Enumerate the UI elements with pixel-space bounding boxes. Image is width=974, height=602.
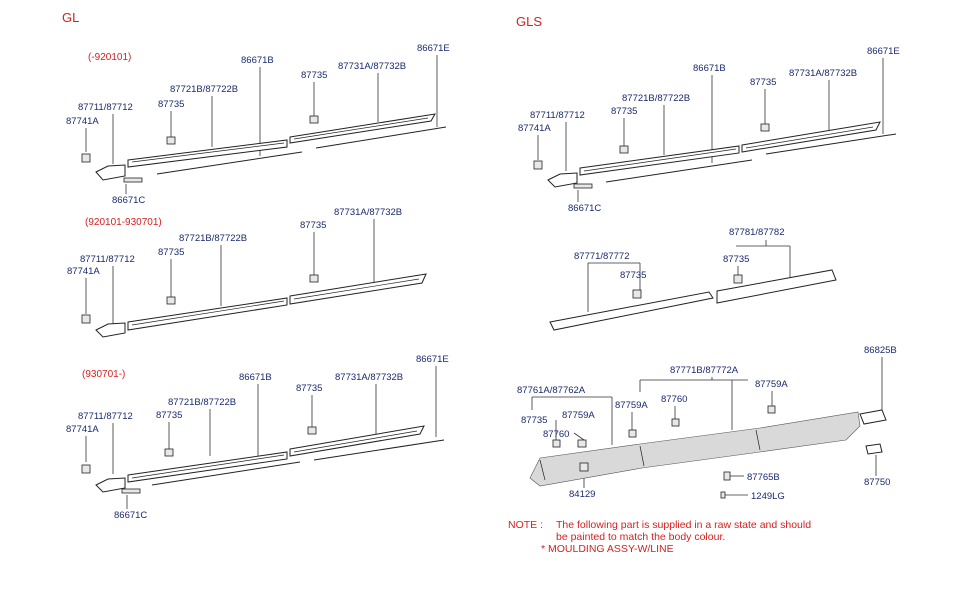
part-label-87735[interactable]: 87735 (158, 99, 184, 110)
part-label-86671E[interactable]: 86671E (416, 354, 449, 365)
part-label-87765B[interactable]: 87765B (747, 472, 780, 483)
front-moulding-part (579, 145, 740, 176)
part-label-87760[interactable]: 87760 (661, 394, 687, 405)
part-label-87721B-87722B[interactable]: 87721B/87722B (170, 84, 238, 95)
part-label-87771B-87772A[interactable]: 87771B/87772A (670, 365, 739, 376)
part-label-87735[interactable]: 87735 (620, 270, 646, 281)
gl-variant-1-group: (-920101) 86671E 86671B 87731A/87732B 87… (66, 43, 450, 206)
end-cap-part (95, 322, 126, 338)
part-label-87735[interactable]: 87735 (296, 383, 322, 394)
part-label-86671B[interactable]: 86671B (239, 372, 272, 383)
part-label-87721B-87722B[interactable]: 87721B/87722B (179, 233, 247, 244)
part-label-86671B[interactable]: 86671B (241, 55, 274, 66)
part-label-87735[interactable]: 87735 (611, 106, 637, 117)
part-label-86671B[interactable]: 86671B (693, 63, 726, 74)
part-label-87781-87782[interactable]: 87781/87782 (729, 227, 784, 238)
note-block: NOTE : The following part is supplied in… (508, 519, 811, 555)
part-label-87759A[interactable]: 87759A (562, 410, 595, 421)
front-moulding-part (127, 297, 288, 331)
end-cap-part (95, 164, 126, 181)
part-label-86671C[interactable]: 86671C (568, 203, 601, 214)
part-label-87721B-87722B[interactable]: 87721B/87722B (168, 397, 236, 408)
part-label-84129[interactable]: 84129 (569, 489, 595, 500)
note-prefix: NOTE : (508, 519, 543, 531)
part-label-87759A[interactable]: 87759A (615, 400, 648, 411)
variant-label-3: (930701-) (82, 369, 125, 380)
part-label-87711-87712[interactable]: 87711/87712 (530, 110, 585, 121)
front-moulding-part (127, 139, 288, 168)
part-label-87735[interactable]: 87735 (521, 415, 547, 426)
section-title-gl: GL (62, 10, 79, 25)
part-label-86671E[interactable]: 86671E (417, 43, 450, 54)
part-label-87711-87712[interactable]: 87711/87712 (80, 254, 135, 265)
side-sill-moulding-part (529, 411, 861, 487)
part-label-87735[interactable]: 87735 (156, 410, 182, 421)
part-label-87735[interactable]: 87735 (300, 220, 326, 231)
rear-garnish-part (716, 269, 837, 304)
part-label-87741A[interactable]: 87741A (66, 424, 99, 435)
part-label-87760[interactable]: 87760 (543, 429, 569, 440)
note-line-2: be painted to match the body colour. (556, 531, 725, 543)
part-label-87711-87712[interactable]: 87711/87712 (78, 411, 133, 422)
part-label-87735[interactable]: 87735 (723, 254, 749, 265)
part-label-87711-87712[interactable]: 87711/87712 (78, 102, 133, 113)
gls-garnish-group: 87771/87772 87735 87781/87782 87735 (549, 227, 837, 331)
part-label-87741A[interactable]: 87741A (67, 266, 100, 277)
part-label-86671C[interactable]: 86671C (114, 510, 147, 521)
part-label-87731A-87732B[interactable]: 87731A/87732B (338, 61, 406, 72)
end-cap-part (95, 477, 126, 493)
part-label-87750[interactable]: 87750 (864, 477, 890, 488)
part-label-87735[interactable]: 87735 (301, 70, 327, 81)
variant-label-2: (920101-930701) (85, 217, 162, 228)
part-label-87771-87772[interactable]: 87771/87772 (574, 251, 629, 262)
part-label-1249LG[interactable]: 1249LG (751, 491, 785, 502)
part-label-87735[interactable]: 87735 (158, 247, 184, 258)
part-label-87735[interactable]: 87735 (750, 77, 776, 88)
part-label-87721B-87722B[interactable]: 87721B/87722B (622, 93, 690, 104)
gls-moulding-group: 86671E 86671B 87731A/87732B 87735 87721B… (518, 46, 900, 214)
part-label-87759A[interactable]: 87759A (755, 379, 788, 390)
part-label-87761A-87762A[interactable]: 87761A/87762A (517, 385, 586, 396)
part-label-87741A[interactable]: 87741A (66, 116, 99, 127)
part-label-86671E[interactable]: 86671E (867, 46, 900, 57)
note-line-1: The following part is supplied in a raw … (556, 519, 811, 531)
gls-side-sill-group: 87771B/87772A 87761A/87762A 87759A 87760… (517, 345, 897, 502)
part-label-87731A-87732B[interactable]: 87731A/87732B (789, 68, 857, 79)
front-moulding-part (127, 451, 288, 483)
note-line-3: * MOULDING ASSY-W/LINE (541, 543, 674, 555)
end-cap-part (547, 172, 578, 188)
gl-variant-3-group: (930701-) 86671E 86671B 87731A/87732B 87… (66, 354, 449, 521)
front-garnish-part (549, 291, 714, 331)
part-label-87741A[interactable]: 87741A (518, 123, 551, 134)
section-title-gls: GLS (516, 14, 542, 29)
gl-variant-2-group: (920101-930701) 87731A/87732B 87735 8772… (67, 207, 427, 338)
part-label-86671C[interactable]: 86671C (112, 195, 145, 206)
part-label-87731A-87732B[interactable]: 87731A/87732B (334, 207, 402, 218)
part-label-86825B[interactable]: 86825B (864, 345, 897, 356)
part-label-87731A-87732B[interactable]: 87731A/87732B (335, 372, 403, 383)
variant-label-1: (-920101) (88, 52, 131, 63)
